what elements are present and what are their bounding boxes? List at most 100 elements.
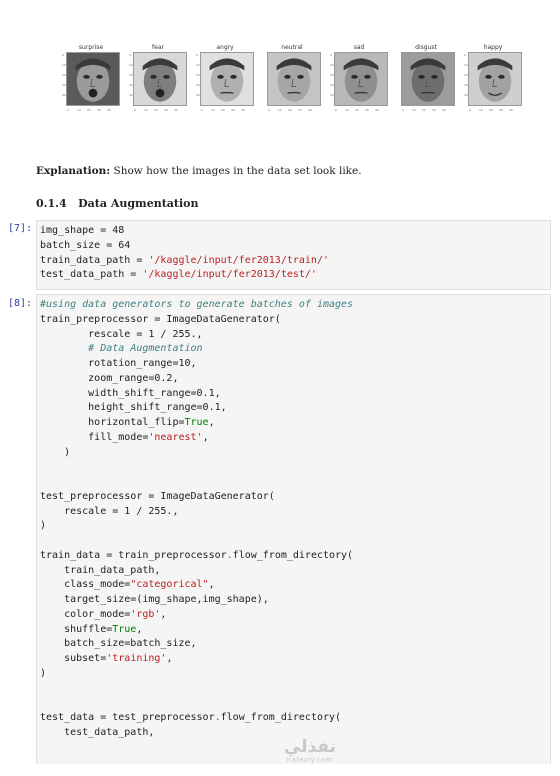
panel-title: angry: [216, 44, 234, 51]
code-token: ,: [208, 579, 215, 591]
watermark-arabic: نفذلي: [283, 737, 337, 757]
code-line: shuffle=True,: [40, 623, 353, 638]
code-line: zoom_range=0.2,: [40, 372, 353, 387]
code-token: ): [40, 446, 71, 458]
y-tick-label: 30: [62, 83, 66, 87]
section-title: Data Augmentation: [78, 197, 199, 210]
y-tick-label: 30: [196, 83, 200, 87]
x-tick-label: 0: [469, 108, 471, 112]
x-tick-label: 20: [489, 108, 493, 112]
code-line: class_mode="categorical",: [40, 578, 353, 593]
code-block: #using data generators to generate batch…: [40, 298, 353, 741]
panel-title: surprise: [78, 44, 104, 51]
code-token: test_preprocessor = ImageDataGenerator(: [40, 490, 275, 502]
y-tick-label: 20: [464, 73, 468, 77]
code-token: height_shift_range=0.1,: [40, 402, 227, 414]
code-token: [40, 343, 88, 354]
code-line: ): [40, 446, 353, 461]
y-tick-label: 20: [196, 73, 200, 77]
y-tick-label: 10: [62, 63, 66, 67]
y-tick-label: 40: [129, 93, 133, 97]
code-token: test_data_path,: [40, 726, 155, 738]
x-tick-label: 10: [211, 108, 215, 112]
x-tick-label: 0: [67, 108, 69, 112]
x-tick-label: 30: [298, 108, 302, 112]
section-heading: 0.1.4 Data Augmentation: [36, 197, 199, 210]
code-token: rescale = 1 / 255.,: [40, 505, 179, 517]
code-token: fill_mode=: [40, 431, 149, 443]
code-token: '/kaggle/input/fer2013/train/': [148, 254, 329, 266]
x-tick-label: 30: [499, 108, 503, 112]
code-token: 'training': [106, 653, 167, 664]
y-tick-label: 0: [129, 53, 131, 57]
code-token: class_mode=: [40, 579, 131, 591]
code-line: height_shift_range=0.1,: [40, 401, 353, 416]
y-tick-label: 0: [196, 53, 198, 57]
code-token: rotation_range=10,: [40, 358, 197, 369]
x-tick-label: 40: [509, 108, 513, 112]
panel-title: happy: [483, 44, 503, 51]
x-tick-label: 40: [107, 108, 111, 112]
code-cell-8[interactable]: #using data generators to generate batch…: [36, 294, 551, 764]
code-line: train_data = train_preprocessor.flow_fro…: [40, 549, 353, 564]
x-tick-label: 0: [268, 108, 270, 112]
code-line: ): [40, 667, 353, 682]
code-line: test_data = test_preprocessor.flow_from_…: [40, 711, 353, 726]
explanation-paragraph: Explanation: Show how the images in the …: [36, 165, 362, 177]
x-tick-label: 10: [77, 108, 81, 112]
x-tick-label: 10: [144, 108, 148, 112]
watermark-logo: نفذلي nafezly.com: [270, 738, 350, 764]
panel-title: sad: [353, 44, 365, 51]
y-tick-label: 30: [464, 83, 468, 87]
code-line: rescale = 1 / 255.,: [40, 505, 353, 520]
x-tick-label: 40: [241, 108, 245, 112]
code-token: ,: [166, 653, 173, 664]
y-tick-label: 40: [62, 93, 66, 97]
code-token: subset=: [40, 653, 107, 664]
x-tick-label: 30: [365, 108, 369, 112]
explanation-text: Show how the images in the data set look…: [110, 165, 362, 177]
y-tick-label: 10: [464, 63, 468, 67]
code-token: train_data = train_preprocessor: [40, 549, 227, 561]
code-line: rescale = 1 / 255.,: [40, 328, 353, 343]
code-line: rotation_range=10,: [40, 357, 353, 372]
y-tick-label: 0: [464, 53, 466, 57]
code-token: .: [214, 712, 221, 723]
code-token: rescale = 1 / 255.,: [40, 328, 203, 340]
code-token: img_shape = 48: [40, 225, 125, 236]
code-token: # Data Augmentation: [88, 343, 203, 355]
code-token: zoom_range=0.2,: [40, 372, 179, 384]
code-token: color_mode=: [40, 608, 131, 620]
code-token: ,: [160, 608, 167, 620]
y-tick-label: 20: [330, 73, 334, 77]
code-token: '/kaggle/input/fer2013/test/': [142, 269, 317, 281]
code-line: [40, 682, 353, 697]
code-line: batch_size = 64: [40, 239, 329, 254]
code-line: color_mode='rgb',: [40, 608, 353, 623]
panel-title: fear: [152, 44, 164, 51]
code-token: ,: [202, 431, 209, 443]
emotion-sample-figure: surprise 0 10 20 30 40 0 10 20 30 40 fear 0 10 20 30 40 0…: [62, 44, 528, 118]
code-token: shuffle=: [40, 623, 113, 635]
code-token: train_data_path =: [40, 254, 149, 266]
y-tick-label: 40: [196, 93, 200, 97]
code-token: True: [112, 623, 137, 635]
x-tick-label: 20: [288, 108, 292, 112]
x-tick-label: 40: [174, 108, 178, 112]
code-line: # Data Augmentation: [40, 342, 353, 357]
code-token: #using data generators to generate batch…: [40, 299, 354, 310]
code-token: flow_from_directory(: [232, 549, 354, 561]
face-image: [401, 52, 455, 106]
face-image: [267, 52, 321, 106]
y-tick-label: 20: [129, 73, 133, 77]
code-line: [40, 475, 353, 490]
code-line: [40, 696, 353, 711]
code-token: .: [226, 549, 233, 561]
code-line: test_preprocessor = ImageDataGenerator(: [40, 490, 353, 505]
face-image: [468, 52, 522, 106]
